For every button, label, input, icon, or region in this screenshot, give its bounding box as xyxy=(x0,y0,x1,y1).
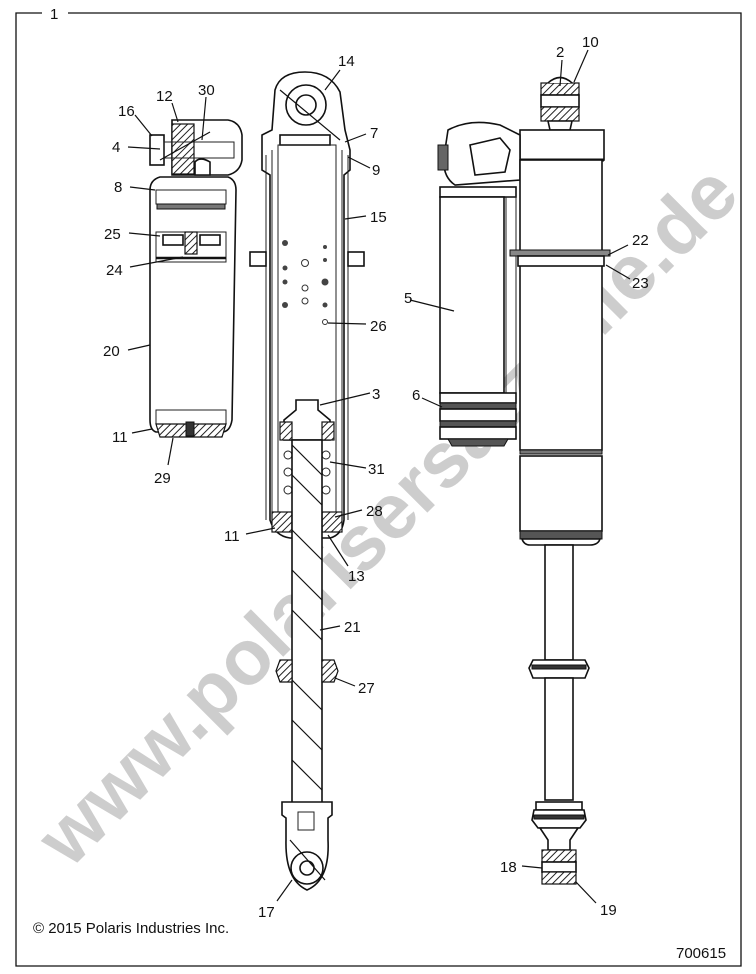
reservoir-cutaway xyxy=(149,119,243,438)
copyright-text: © 2015 Polaris Industries Inc. xyxy=(33,920,230,937)
callout-8: 8 xyxy=(114,179,122,196)
callout-18: 18 xyxy=(500,859,517,876)
callout-10: 10 xyxy=(582,34,599,51)
callout-20: 20 xyxy=(103,343,120,360)
callout-27: 27 xyxy=(358,680,375,697)
callout-5: 5 xyxy=(404,290,412,307)
main-shock-cutaway xyxy=(249,71,365,891)
callout-25: 25 xyxy=(104,226,121,243)
callout-15: 15 xyxy=(370,209,387,226)
callout-16: 16 xyxy=(118,103,135,120)
callout-24: 24 xyxy=(106,262,123,279)
callout-14: 14 xyxy=(338,53,355,70)
callout-13: 13 xyxy=(348,568,365,585)
drawing-id: 700615 xyxy=(676,945,727,962)
callout-17: 17 xyxy=(258,904,275,921)
callout-22: 22 xyxy=(632,232,649,249)
callout-6: 6 xyxy=(412,387,420,404)
callout-2: 2 xyxy=(556,44,564,61)
callout-23: 23 xyxy=(632,275,649,292)
callout-30: 30 xyxy=(198,82,215,99)
assembled-shock xyxy=(437,76,611,885)
callout-11-shock: 11 xyxy=(224,528,240,545)
callout-4: 4 xyxy=(112,139,120,156)
figure-number: 1 xyxy=(50,6,58,23)
callout-29: 29 xyxy=(154,470,171,487)
figure-frame: 1 xyxy=(15,6,742,967)
callout-labels: 2 10 14 12 30 16 4 7 9 8 15 25 24 22 23 … xyxy=(103,34,649,921)
leader-lines xyxy=(127,49,631,904)
callout-11-reservoir: 11 xyxy=(112,429,128,446)
callout-9: 9 xyxy=(372,162,380,179)
callout-21: 21 xyxy=(344,619,361,636)
callout-28: 28 xyxy=(366,503,383,520)
watermark-text: www.polarisersatzteile.de xyxy=(19,147,754,882)
callout-31: 31 xyxy=(368,461,385,478)
callout-7: 7 xyxy=(370,125,378,142)
callout-19: 19 xyxy=(600,902,617,919)
callout-12: 12 xyxy=(156,88,173,105)
callout-26: 26 xyxy=(370,318,387,335)
callout-3: 3 xyxy=(372,386,380,403)
